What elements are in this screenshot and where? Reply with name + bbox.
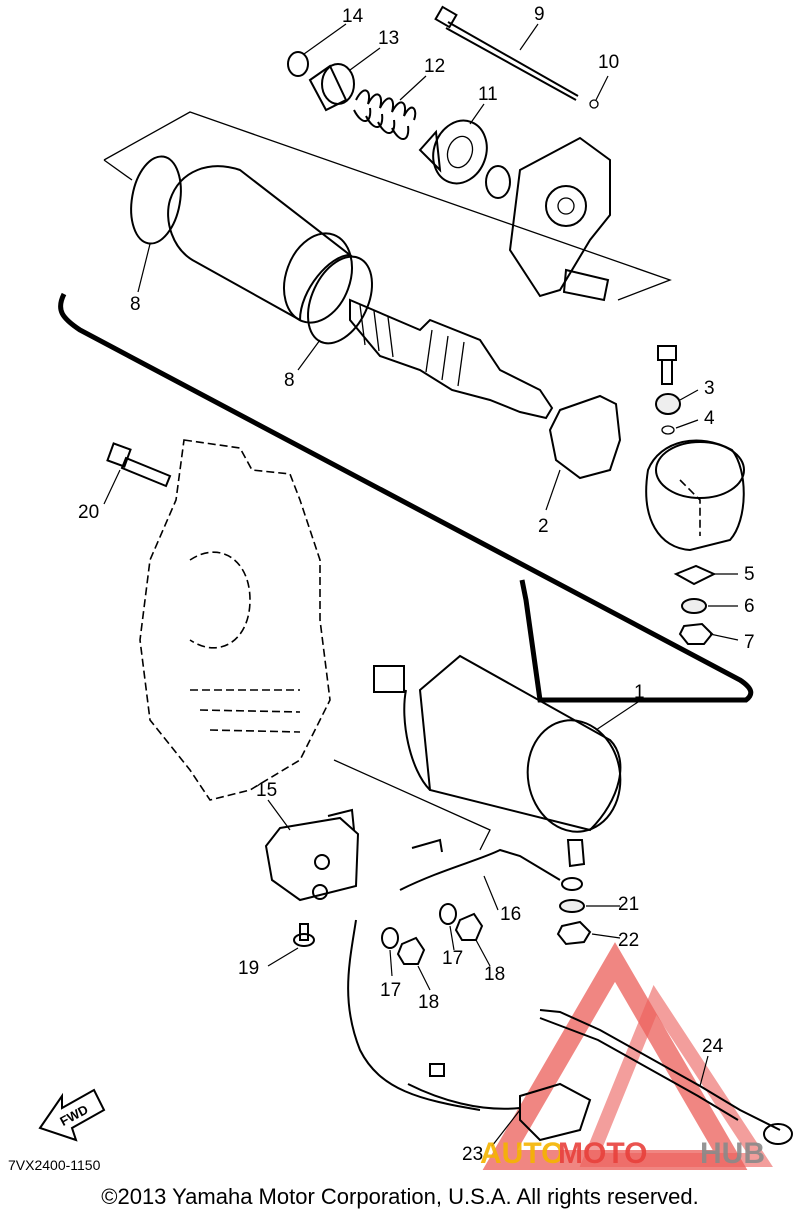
callout-2: 2 (538, 516, 549, 537)
callout-9: 9 (534, 4, 545, 25)
callout-16: 16 (500, 904, 521, 925)
leader-lines (103, 23, 739, 1147)
snap-ring-14 (287, 51, 309, 77)
explode-box-left (103, 159, 133, 181)
explode-box-top (103, 111, 672, 301)
callout-14: 14 (342, 6, 364, 27)
nut-18b (396, 936, 426, 965)
rear-cover (645, 439, 745, 552)
brush-holder (548, 394, 622, 480)
starter-relay (264, 759, 491, 902)
collar (308, 63, 355, 112)
lead-wire-16 (399, 838, 583, 891)
callout-13: 13 (378, 28, 399, 49)
callout-8a: 8 (130, 294, 141, 315)
callout-4: 4 (704, 408, 715, 429)
svg-text:MOTO: MOTO (558, 1137, 647, 1170)
washer-17a (439, 903, 457, 925)
washer-17b (381, 927, 399, 949)
pinion-clutch (418, 119, 511, 199)
callout-17a: 17 (442, 948, 463, 969)
callout-8b: 8 (284, 370, 295, 391)
nut-7 (678, 622, 714, 645)
callout-21: 21 (618, 894, 639, 915)
crankcase (139, 439, 331, 801)
copyright-notice: ©2013 Yamaha Motor Corporation, U.S.A. A… (101, 1184, 699, 1209)
spring (353, 89, 417, 140)
watermark-text: AUTO MOTO HUB (480, 1137, 765, 1170)
nut-18a (454, 912, 484, 941)
ground-lead-24 (539, 1009, 793, 1145)
starter-motor-assembly (373, 654, 622, 868)
watermark-logo (482, 942, 773, 1170)
callout-24: 24 (702, 1036, 724, 1057)
mount-bolt-20 (106, 442, 172, 488)
front-bracket (508, 136, 611, 302)
callout-18a: 18 (484, 964, 505, 985)
diagram-code: 7VX2400-1150 (8, 1157, 101, 1173)
nut-22 (556, 920, 592, 946)
through-bolt (434, 5, 579, 101)
plate-5 (673, 564, 717, 586)
callout-12: 12 (424, 56, 445, 77)
callout-labels: 1 2 3 4 5 6 7 8 8 9 10 11 12 13 14 15 16… (78, 4, 755, 1165)
cover-bolt (657, 345, 677, 385)
callout-18b: 18 (418, 992, 439, 1013)
fwd-arrow-icon: FWD (38, 1088, 106, 1142)
enclosure-outline (58, 292, 754, 703)
callout-10: 10 (598, 52, 619, 73)
callout-3: 3 (704, 378, 715, 399)
callout-23: 23 (462, 1144, 483, 1165)
svg-text:AUTO: AUTO (480, 1137, 564, 1170)
callout-20: 20 (78, 502, 99, 523)
callout-7: 7 (744, 632, 755, 653)
callout-22: 22 (618, 930, 639, 951)
callout-17b: 17 (380, 980, 401, 1001)
svg-text:HUB: HUB (700, 1137, 765, 1170)
grommet-3 (655, 393, 681, 415)
washer-21 (559, 899, 585, 913)
starter-yoke (130, 155, 373, 345)
screw-19 (293, 923, 315, 947)
battery-cable-23 (347, 919, 592, 1142)
callout-6: 6 (744, 596, 755, 617)
callout-15: 15 (256, 780, 277, 801)
armature (349, 298, 554, 420)
o-ring-4 (661, 425, 675, 435)
callout-11: 11 (478, 84, 498, 105)
callout-5: 5 (744, 564, 755, 585)
o-ring-10 (589, 99, 599, 109)
callout-1: 1 (634, 682, 645, 703)
washer-6 (681, 598, 707, 614)
callout-19: 19 (238, 958, 259, 979)
